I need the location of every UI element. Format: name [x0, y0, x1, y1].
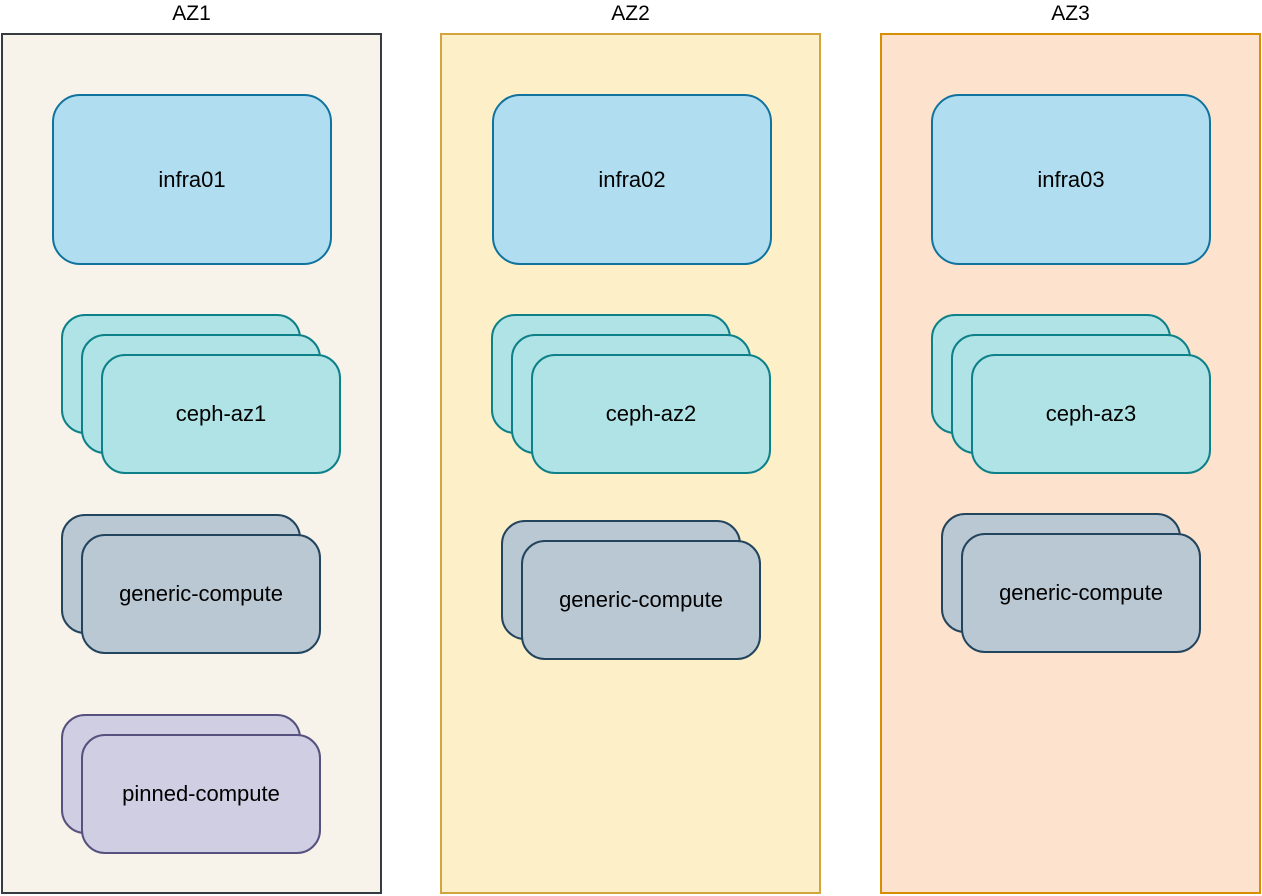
- zone-az1-title: AZ1: [172, 2, 211, 25]
- node-card-infra02: infra02: [492, 94, 772, 265]
- node-card-ceph-az2-3: ceph-az2: [531, 354, 771, 474]
- node-card-ceph-az3-3: ceph-az3: [971, 354, 1211, 474]
- node-card-ceph-az1-3: ceph-az1: [101, 354, 341, 474]
- node-card-generic-compute-2: generic-compute: [961, 533, 1201, 653]
- node-label: infra02: [598, 166, 666, 192]
- node-label: ceph-az3: [1045, 401, 1137, 426]
- node-label: ceph-az1: [175, 401, 267, 426]
- zone-az2-title: AZ2: [611, 2, 650, 25]
- node-label: generic-compute: [999, 580, 1163, 605]
- node-label: infra01: [158, 166, 226, 192]
- node-label: generic-compute: [559, 587, 723, 612]
- node-card-generic-compute-2: generic-compute: [81, 534, 321, 654]
- node-card-infra03: infra03: [931, 94, 1211, 265]
- node-card-pinned-compute-2: pinned-compute: [81, 734, 321, 854]
- node-label: infra03: [1037, 166, 1105, 192]
- node-card-generic-compute-2: generic-compute: [521, 540, 761, 660]
- zone-az3-title: AZ3: [1051, 2, 1090, 25]
- node-label: pinned-compute: [122, 781, 280, 806]
- node-card-infra01: infra01: [52, 94, 332, 265]
- node-label: generic-compute: [119, 581, 283, 606]
- node-label: ceph-az2: [605, 401, 697, 426]
